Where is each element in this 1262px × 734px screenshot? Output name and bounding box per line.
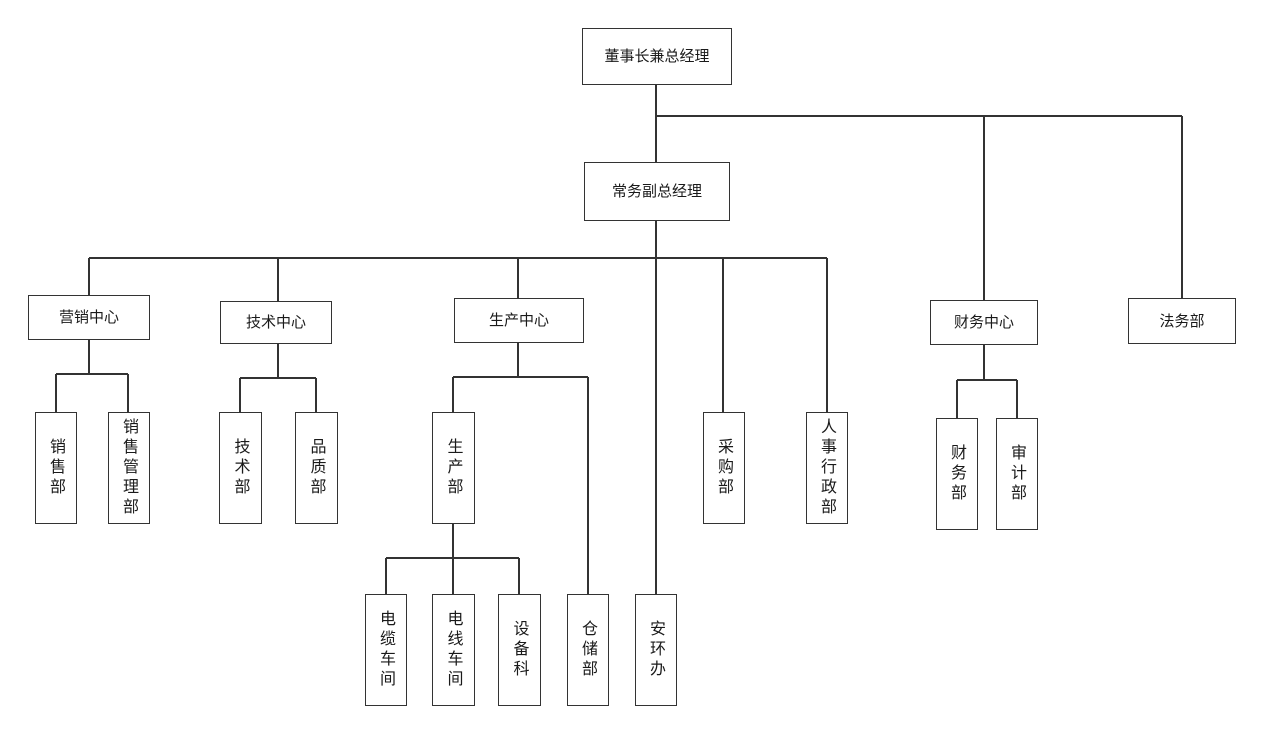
box-warehouse: 仓储部	[567, 594, 609, 706]
box-ceo: 董事长兼总经理	[582, 28, 732, 85]
box-marketing: 营销中心	[28, 295, 150, 340]
box-cable-ws: 电缆车间	[365, 594, 407, 706]
box-tech-center: 技术中心	[220, 301, 332, 344]
box-prod-dept: 生产部	[432, 412, 475, 524]
box-tech: 技术部	[219, 412, 262, 524]
box-quality: 品质部	[295, 412, 338, 524]
box-production: 生产中心	[454, 298, 584, 343]
box-deputy: 常务副总经理	[584, 162, 730, 221]
box-safety-env: 安环办	[635, 594, 677, 706]
box-purchasing: 采购部	[703, 412, 745, 524]
box-wire-ws: 电线车间	[432, 594, 475, 706]
box-legal: 法务部	[1128, 298, 1236, 344]
box-sales-mgmt: 销售管理部	[108, 412, 150, 524]
box-equipment: 设备科	[498, 594, 541, 706]
box-finance-center: 财务中心	[930, 300, 1038, 345]
box-finance: 财务部	[936, 418, 978, 530]
box-audit: 审计部	[996, 418, 1038, 530]
box-hr-admin: 人事行政部	[806, 412, 848, 524]
box-sales: 销售部	[35, 412, 77, 524]
